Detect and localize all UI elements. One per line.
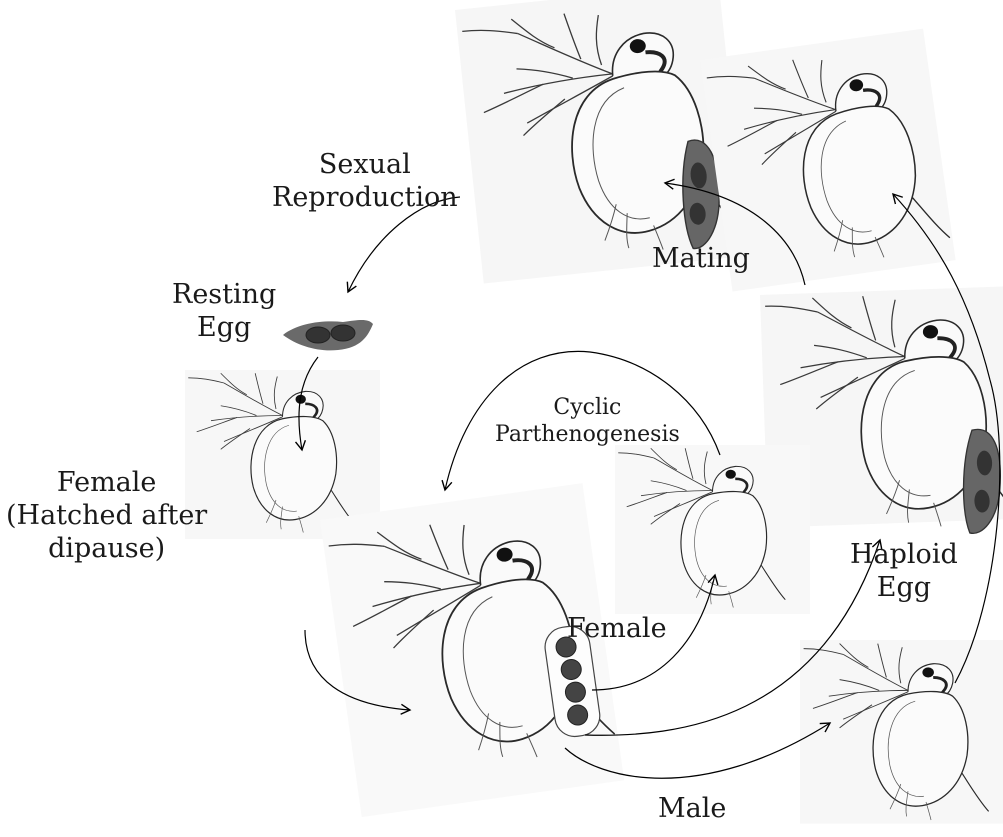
label-female-hatched-line1: Female — [6, 466, 207, 499]
label-resting-egg-line2: Egg — [172, 311, 276, 344]
daphnia-sexual-female — [455, 0, 747, 283]
label-female: Female — [567, 612, 667, 645]
daphnia-parthenogenetic-female — [320, 483, 624, 817]
label-resting-egg-line1: Resting — [172, 278, 276, 311]
label-cyclic-line2: Parthenogenesis — [495, 421, 680, 448]
resting-egg-icon — [283, 320, 373, 350]
label-sexual-reproduction-line1: Sexual — [272, 148, 458, 181]
label-haploid-line2: Egg — [850, 571, 958, 604]
label-female-hatched-line2: (Hatched after — [6, 499, 207, 532]
label-haploid-line1: Haploid — [850, 538, 958, 571]
label-female-hatched-line3: dipause) — [6, 532, 207, 565]
label-female-hatched: Female (Hatched after dipause) — [6, 466, 207, 565]
label-resting-egg: Resting Egg — [172, 278, 276, 344]
daphnia-small-female — [615, 445, 810, 614]
label-haploid-egg: Haploid Egg — [850, 538, 958, 604]
label-sexual-reproduction-line2: Reproduction — [272, 181, 458, 214]
label-cyclic-parthenogenesis: Cyclic Parthenogenesis — [495, 394, 680, 448]
label-sexual-reproduction: Sexual Reproduction — [272, 148, 458, 214]
daphnia-male — [800, 640, 1003, 824]
label-mating: Mating — [652, 242, 750, 275]
label-male: Male — [658, 792, 726, 825]
daphnia-hatched-female — [185, 370, 380, 539]
label-cyclic-line1: Cyclic — [495, 394, 680, 421]
